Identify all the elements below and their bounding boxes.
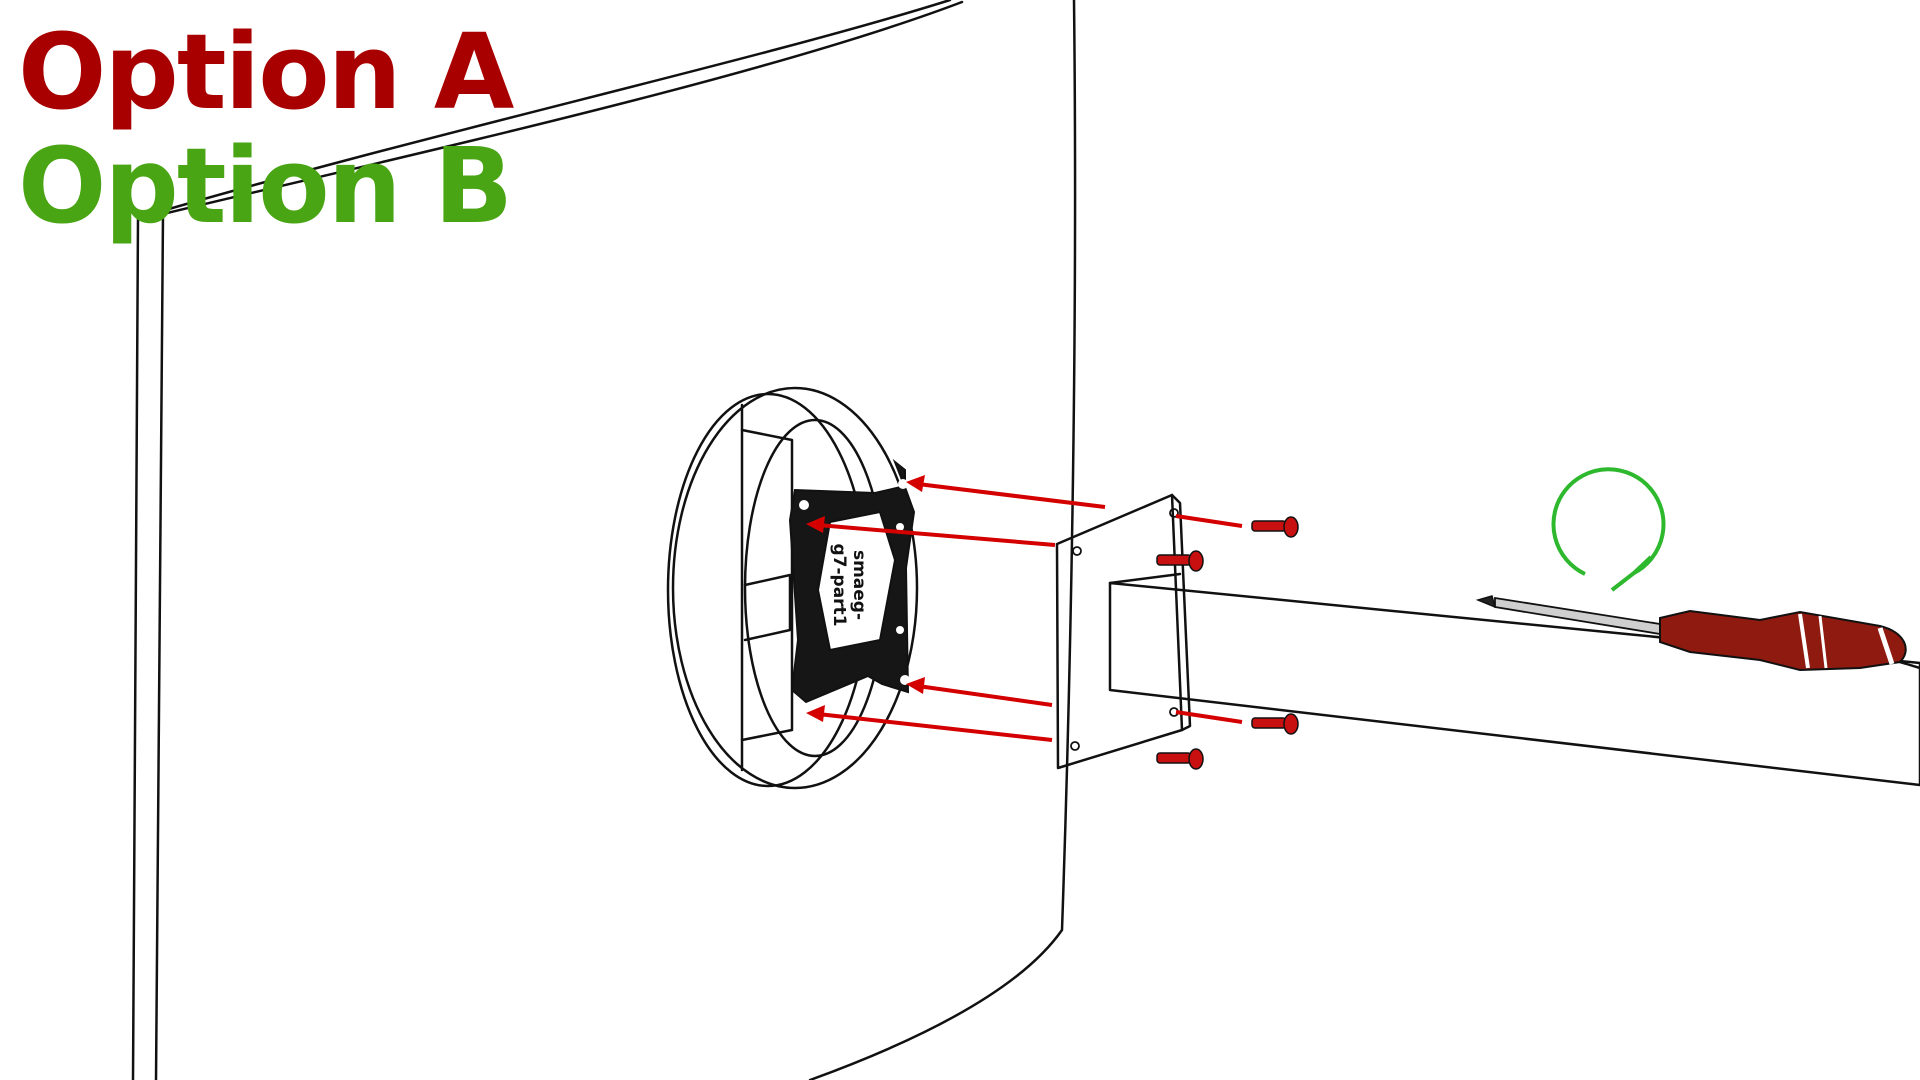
adapter-plate-window	[816, 510, 897, 652]
arrow-line-4	[817, 712, 1053, 742]
clockwise-rotate-icon	[1551, 467, 1666, 592]
plate-text-line2: g7-part1	[829, 543, 849, 626]
screws	[1156, 516, 1299, 770]
arm-plate-hole-1	[1072, 546, 1082, 556]
arm-plate-face	[1055, 493, 1184, 770]
arrow-head-3	[906, 677, 925, 694]
arrow-head-1	[906, 475, 925, 492]
arrow-line-1	[917, 482, 1106, 509]
plate-hole-3	[900, 675, 910, 685]
arm-bar	[1108, 581, 1920, 787]
adapter-plate: smaeg- g7-part1	[788, 458, 916, 717]
mount-channel	[740, 428, 794, 742]
option-b-label: Option B	[18, 125, 513, 247]
screw-icon	[1251, 713, 1299, 735]
arm-top-edge	[1108, 572, 1182, 585]
mount-ring-outer	[671, 386, 919, 790]
screwdriver-handle	[1659, 609, 1907, 672]
screwdriver-icon	[1475, 595, 1920, 672]
screw-icon	[1156, 748, 1204, 770]
arrow-line-3	[917, 684, 1053, 707]
screwdriver-band-2	[1818, 615, 1828, 669]
screw-icon	[1251, 516, 1299, 538]
plate-hole-1	[898, 479, 908, 489]
arrow-head-2	[806, 516, 825, 533]
mount-rib-center	[743, 573, 792, 642]
plate-hole-5	[896, 523, 904, 531]
arrow-line-2	[817, 523, 1056, 547]
screwdriver-band-1	[1798, 613, 1810, 669]
plate-hole-6	[896, 626, 904, 634]
arm-plate-edge	[1170, 493, 1192, 732]
plate-hole-2	[799, 500, 809, 510]
rotate-arc	[1551, 467, 1666, 576]
monitor-bezel-outer	[131, 0, 952, 1080]
screwdriver-butt	[1898, 660, 1920, 670]
mounting-arm	[1108, 572, 1920, 787]
option-a-label: Option A	[18, 11, 514, 133]
screwdriver-band-3	[1877, 627, 1895, 665]
arm-plate-hole-2	[1169, 508, 1179, 518]
arrow-line-5	[1175, 514, 1243, 528]
plate-hole-4	[798, 707, 808, 717]
plate-text-line1: smaeg-	[849, 550, 869, 620]
assembly-arrows	[806, 475, 1243, 742]
arm-mount-plate	[1055, 493, 1192, 770]
arrow-head-4	[806, 705, 825, 722]
monitor-bezel-inner	[154, 0, 964, 1080]
arm-plate-hole-3	[1070, 741, 1080, 751]
monitor-back-edge	[808, 0, 1077, 1080]
monitor-back	[131, 0, 1077, 1080]
screw-icon	[1156, 550, 1204, 572]
screwdriver-tip	[1475, 595, 1497, 609]
rotate-arrowhead	[1610, 555, 1653, 592]
arrow-line-6	[1175, 710, 1243, 724]
